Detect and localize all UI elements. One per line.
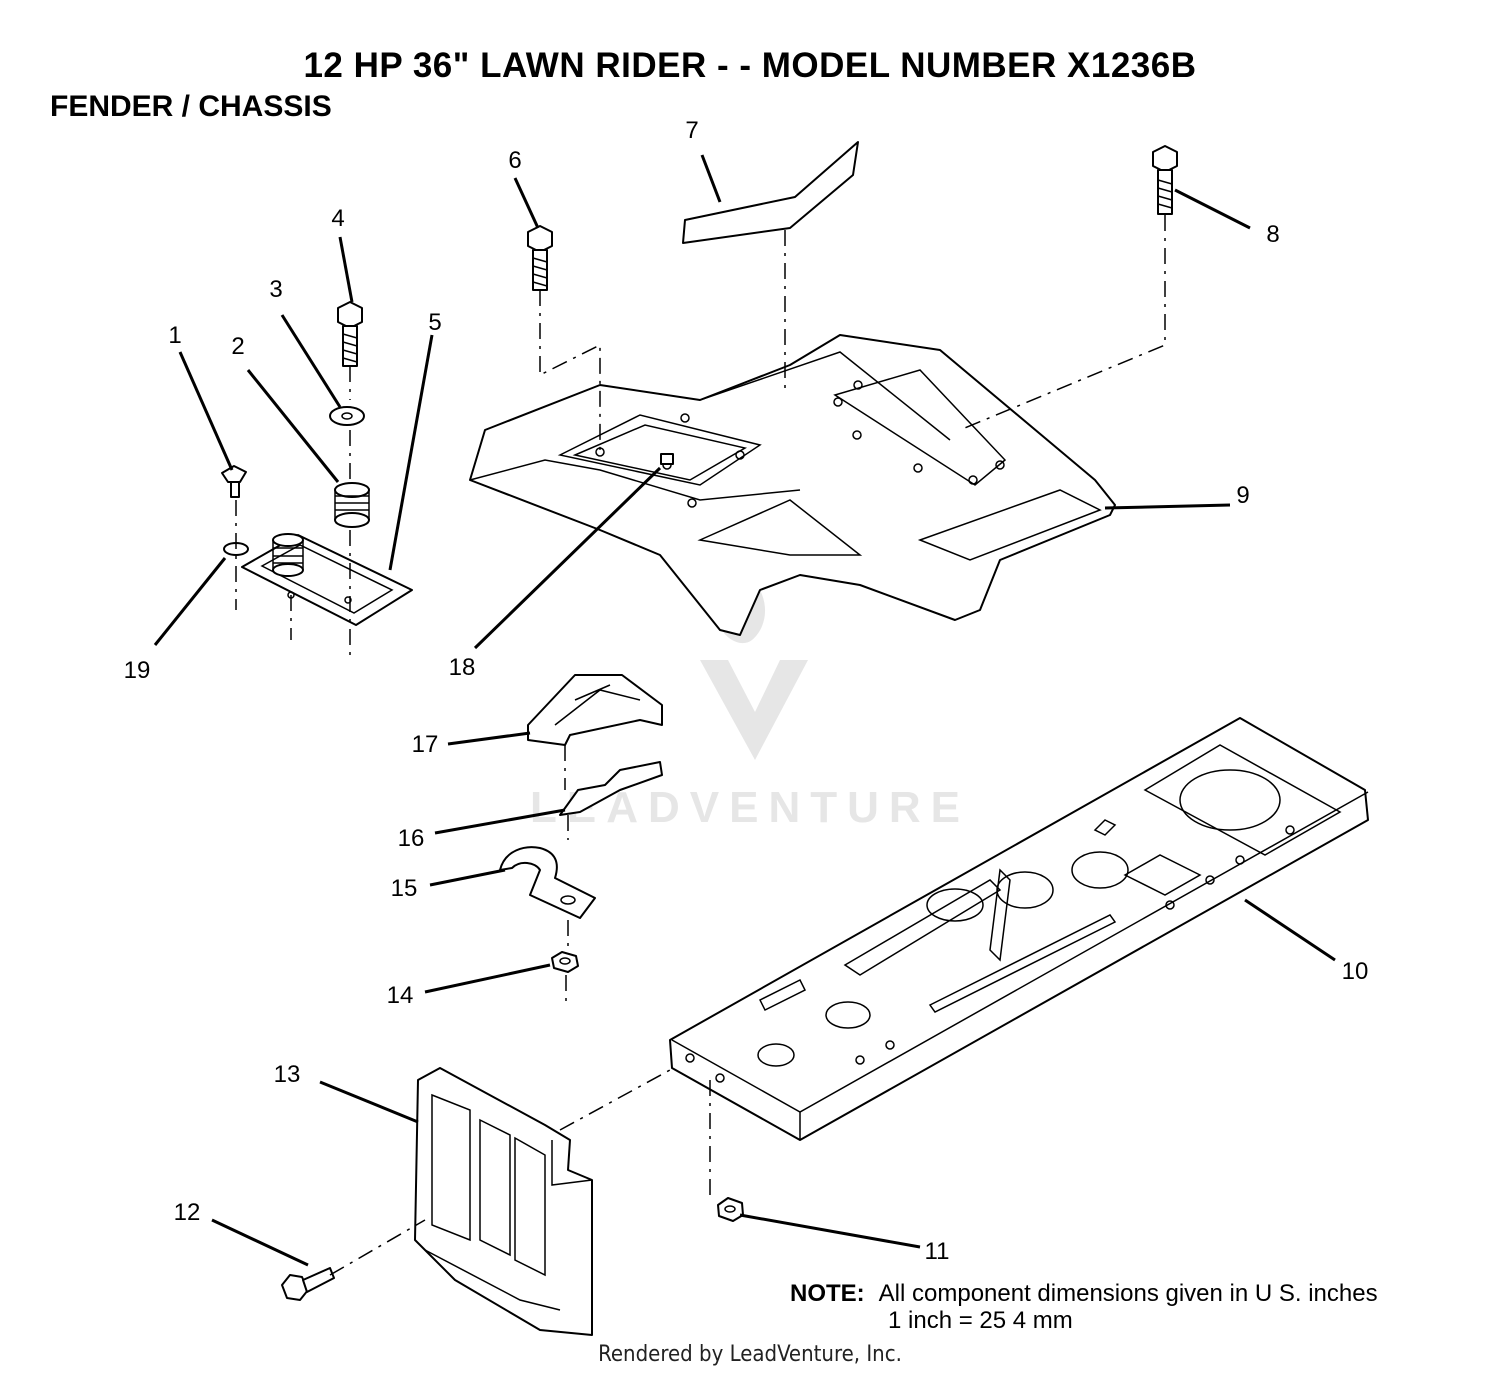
callout-3: 3: [269, 276, 282, 303]
part-3-washer: [329, 406, 365, 426]
callout-7: 7: [685, 117, 698, 144]
part-15-clamp: [499, 846, 596, 919]
part-13-panel: [414, 1067, 593, 1336]
callout-11: 11: [925, 1238, 950, 1265]
dimension-note: NOTE: All component dimensions given in U…: [790, 1280, 1378, 1334]
part-9-fender: [469, 334, 1116, 636]
callout-19: 19: [124, 657, 151, 684]
callout-2: 2: [231, 333, 244, 360]
callout-14: 14: [387, 982, 414, 1009]
part-7-decal: [682, 141, 859, 244]
callout-numbers: 1 2 3 4 5 6 7 8 9 10 11 12 13 14 15 16 1…: [124, 117, 1369, 1265]
note-label: NOTE:: [790, 1280, 865, 1307]
note-line-2: 1 inch = 25 4 mm: [888, 1307, 1073, 1334]
part-12-bolt: [281, 1267, 335, 1301]
part-8-bolt: [1152, 145, 1178, 215]
part-2-spring: [334, 482, 370, 528]
callout-18: 18: [449, 654, 476, 681]
diagram-title: 12 HP 36" LAWN RIDER - - MODEL NUMBER X1…: [303, 46, 1197, 85]
callout-12: 12: [174, 1199, 201, 1226]
callout-6: 6: [508, 147, 521, 174]
part-11-nut: [717, 1197, 744, 1222]
part-5-plate: [241, 533, 413, 626]
part-6-bolt: [527, 225, 553, 291]
callout-9: 9: [1236, 482, 1249, 509]
callout-15: 15: [391, 875, 418, 902]
callout-5: 5: [428, 309, 441, 336]
callout-leaders: [153, 154, 1336, 1267]
callout-8: 8: [1266, 221, 1279, 248]
callout-10: 10: [1342, 958, 1369, 985]
callout-16: 16: [398, 825, 425, 852]
callout-13: 13: [274, 1061, 301, 1088]
part-16-plate: [559, 761, 663, 816]
note-line-1: All component dimensions given in U S. i…: [878, 1280, 1378, 1307]
part-17-bracket: [527, 674, 663, 746]
section-title: FENDER / CHASSIS: [50, 90, 332, 123]
callout-4: 4: [331, 205, 344, 232]
part-10-chassis: [669, 717, 1369, 1141]
callout-1: 1: [168, 322, 181, 349]
part-4-bolt: [337, 301, 363, 367]
part-14-nut: [551, 951, 579, 973]
callout-17: 17: [412, 731, 439, 758]
assembly-centerlines: [235, 215, 1166, 1276]
part-18-clip: [660, 453, 674, 465]
rendered-by-footer: Rendered by LeadVenture, Inc.: [598, 1342, 902, 1367]
part-1-wing-nut: [221, 465, 247, 498]
